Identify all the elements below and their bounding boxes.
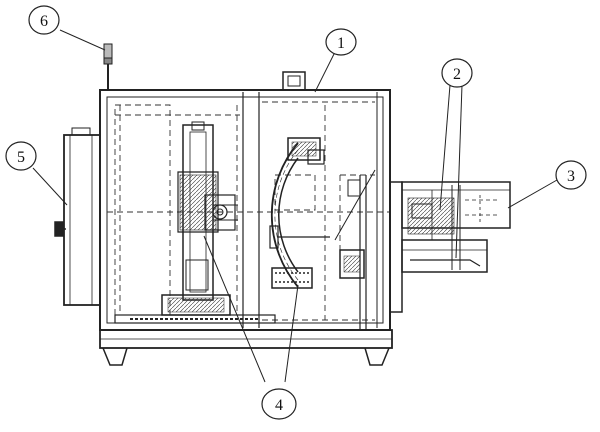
top-handle [282,71,306,91]
side-door-panel [54,127,101,306]
door-handle [54,221,64,237]
callout-label: 5 [17,149,25,166]
cabinet-outer-frame [99,89,391,331]
signal-tower [103,43,113,90]
left-foot [102,347,128,366]
leader-lines [32,29,558,383]
callout-1: 1 [325,28,357,56]
right-interior-detail [334,169,376,330]
right-foot [364,347,390,366]
c-arm [269,137,330,289]
callout-label: 2 [453,66,461,83]
callout-6: 6 [28,5,60,35]
column-mechanism [114,121,276,324]
hidden-lines [107,101,390,321]
callout-label: 6 [40,13,48,30]
callout-2: 2 [441,58,473,88]
callout-3: 3 [555,160,587,190]
cabinet-inner-frame [106,96,384,324]
callout-5: 5 [5,141,37,171]
main-cabinet [99,71,393,366]
side-unit [389,181,511,313]
callout-label: 1 [337,35,345,52]
callout-4: 4 [261,388,297,420]
callouts: 1 2 3 4 5 6 [5,5,587,420]
callout-label: 4 [275,397,283,414]
callout-label: 3 [567,168,575,185]
